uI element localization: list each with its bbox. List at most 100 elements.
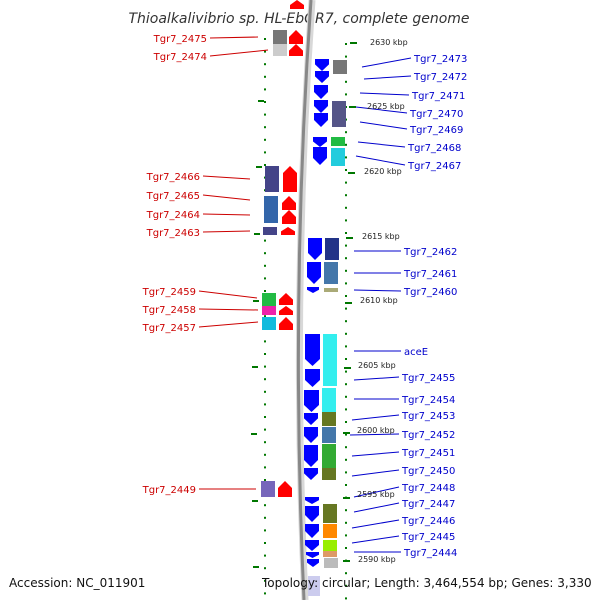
right-gene-label: Tgr7_2454 — [401, 395, 455, 406]
right-leader-line — [359, 92, 410, 96]
tick-dot — [264, 138, 266, 141]
tick-dot — [264, 164, 266, 166]
tick-dot — [345, 345, 347, 348]
forward-gene-arrow — [289, 30, 303, 44]
right-leader-line — [351, 469, 400, 477]
reverse-gene-arrow — [305, 334, 320, 366]
tick-dot — [264, 239, 266, 242]
tick-major — [343, 560, 350, 562]
tick-major — [252, 366, 258, 368]
right-leader-line — [353, 376, 400, 381]
tick-dot — [345, 597, 347, 600]
tick-dot — [264, 151, 266, 154]
tick-dot — [345, 471, 347, 474]
tick-major — [343, 497, 350, 499]
left-gene-label: Tgr7_2458 — [142, 305, 196, 316]
gene-box — [322, 427, 336, 443]
kbp-marker-label: 2610 kbp — [360, 296, 398, 305]
right-gene-label: Tgr7_2453 — [401, 411, 455, 422]
reverse-gene-arrow — [313, 147, 327, 165]
reverse-gene-arrow — [305, 540, 319, 551]
reverse-gene-arrow — [314, 113, 328, 127]
right-leader-line — [349, 433, 400, 436]
tick-dot — [345, 307, 347, 310]
gene-box — [322, 444, 336, 468]
tick-dot — [264, 554, 266, 557]
topology-label: Topology: circular; Length: 3,464,554 bp… — [261, 576, 592, 590]
gene-box — [323, 524, 337, 538]
left-gene-label: Tgr7_2457 — [142, 323, 196, 334]
tick-dot — [264, 113, 266, 116]
tick-major — [252, 500, 258, 502]
tick-dot — [345, 572, 347, 575]
tick-major — [348, 172, 355, 174]
right-gene-label: Tgr7_2446 — [401, 516, 455, 527]
tick-dot — [345, 80, 347, 83]
tick-dot — [264, 315, 266, 318]
right-leader-line — [359, 121, 408, 130]
tick-major — [251, 433, 257, 435]
tick-dot — [345, 282, 347, 285]
reverse-gene-arrow — [307, 262, 321, 284]
forward-gene-arrow — [283, 166, 297, 192]
right-gene-label: Tgr7_2467 — [407, 161, 461, 172]
right-leader-line — [351, 535, 400, 544]
right-leader-line — [353, 289, 402, 292]
kbp-marker-label: 2605 kbp — [358, 361, 396, 370]
gene-box — [322, 388, 336, 412]
right-gene-labels: Tgr7_2473Tgr7_2472Tgr7_2471Tgr7_2470Tgr7… — [349, 54, 467, 559]
gene-box — [324, 558, 338, 568]
gene-box — [265, 166, 279, 192]
tick-dot — [345, 408, 347, 411]
left-leader-line — [202, 194, 251, 201]
tick-dot — [345, 206, 347, 209]
left-gene-label: Tgr7_2474 — [153, 52, 207, 63]
right-gene-label: Tgr7_2447 — [401, 499, 455, 510]
tick-major — [343, 432, 350, 434]
tick-dot — [345, 584, 347, 587]
right-leader-line — [355, 155, 406, 166]
kbp-marker-label: 2625 kbp — [367, 102, 405, 111]
forward-gene-arrow — [290, 0, 304, 9]
left-gene-label: Tgr7_2449 — [142, 485, 196, 496]
reverse-gene-arrow — [306, 552, 319, 558]
tick-dot — [345, 169, 347, 171]
forward-gene-arrow — [289, 44, 303, 56]
left-leader-line — [198, 290, 258, 299]
reverse-gene-arrow — [315, 59, 329, 71]
tick-dot — [345, 547, 347, 549]
gene-box — [325, 238, 339, 260]
forward-gene-arrow — [279, 306, 293, 315]
tick-dot — [264, 390, 266, 393]
reverse-gene-arrow — [304, 390, 319, 412]
right-gene-label: Tgr7_2445 — [401, 532, 455, 543]
reverse-gene-arrow — [313, 137, 327, 147]
tick-dot — [345, 370, 347, 373]
tick-dot — [264, 126, 266, 129]
left-leader-line — [202, 230, 251, 233]
tick-dot — [264, 101, 266, 103]
right-gene-label: Tgr7_2452 — [401, 430, 455, 441]
gene-box — [261, 481, 275, 497]
left-leader-line — [209, 49, 269, 57]
tick-major — [350, 42, 357, 44]
tick-dot — [264, 542, 266, 544]
map-title: Thioalkalivibrio sp. HL-EbGR7, complete … — [128, 11, 469, 27]
tick-dot — [264, 479, 266, 481]
tick-dot — [345, 509, 347, 512]
left-gene-label: Tgr7_2464 — [146, 210, 200, 221]
kbp-marker-label: 2600 kbp — [357, 426, 395, 435]
tick-dot — [264, 529, 266, 532]
tick-dot — [345, 433, 347, 436]
tick-dot — [264, 592, 266, 595]
kbp-marker-label: 2630 kbp — [370, 38, 408, 47]
forward-gene-arrow — [281, 227, 295, 235]
forward-gene-arrow — [278, 481, 292, 497]
gene-box — [322, 412, 336, 426]
right-leader-line — [351, 451, 400, 457]
right-gene-label: Tgr7_2455 — [401, 373, 455, 384]
tick-major — [254, 233, 260, 235]
reverse-gene-arrow — [308, 238, 322, 260]
tick-dot — [345, 194, 347, 197]
